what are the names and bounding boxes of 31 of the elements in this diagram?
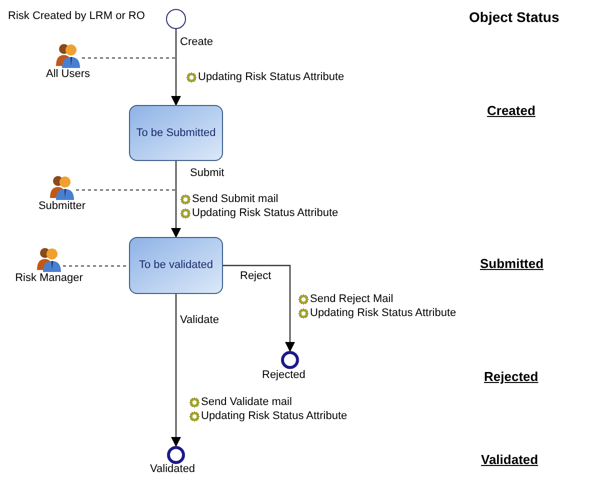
arrow bbox=[171, 29, 181, 106]
actor-label: Risk Manager bbox=[15, 272, 83, 286]
state-label: Validated bbox=[150, 464, 196, 475]
status-heading: Submitted bbox=[480, 257, 544, 270]
action-label: Send Reject Mail bbox=[310, 294, 394, 305]
arrow bbox=[223, 264, 295, 352]
edge-label: Validate bbox=[180, 315, 219, 326]
action-label: Updating Risk Status Attribute bbox=[201, 411, 348, 422]
state-label: Risk Created by LRM or RO bbox=[8, 11, 145, 22]
arrow bbox=[171, 161, 181, 238]
edge-label: Create bbox=[180, 37, 214, 48]
column-title: Object Status bbox=[469, 10, 560, 24]
edge-label: Submit bbox=[190, 168, 224, 179]
actor-label: Submitter bbox=[38, 200, 86, 214]
state-box: To be validated bbox=[129, 237, 223, 294]
dashed-connector bbox=[76, 189, 176, 191]
status-heading: Validated bbox=[481, 453, 538, 466]
state-box: To be Submitted bbox=[129, 105, 223, 161]
actor-label: All Users bbox=[46, 68, 90, 82]
status-heading: Created bbox=[487, 104, 536, 117]
arrow bbox=[171, 294, 181, 447]
edge-label: Reject bbox=[240, 271, 272, 282]
action-label: Send Submit mail bbox=[192, 194, 278, 205]
action-label: Send Validate mail bbox=[201, 397, 292, 408]
action-label: Updating Risk Status Attribute bbox=[310, 308, 456, 319]
action-label: Updating Risk Status Attribute bbox=[198, 72, 344, 83]
status-heading: Rejected bbox=[484, 370, 538, 383]
state-label: Rejected bbox=[262, 370, 306, 381]
dashed-connector bbox=[63, 265, 129, 267]
dashed-connector bbox=[82, 57, 176, 59]
action-label: Updating Risk Status Attribute bbox=[192, 208, 338, 219]
